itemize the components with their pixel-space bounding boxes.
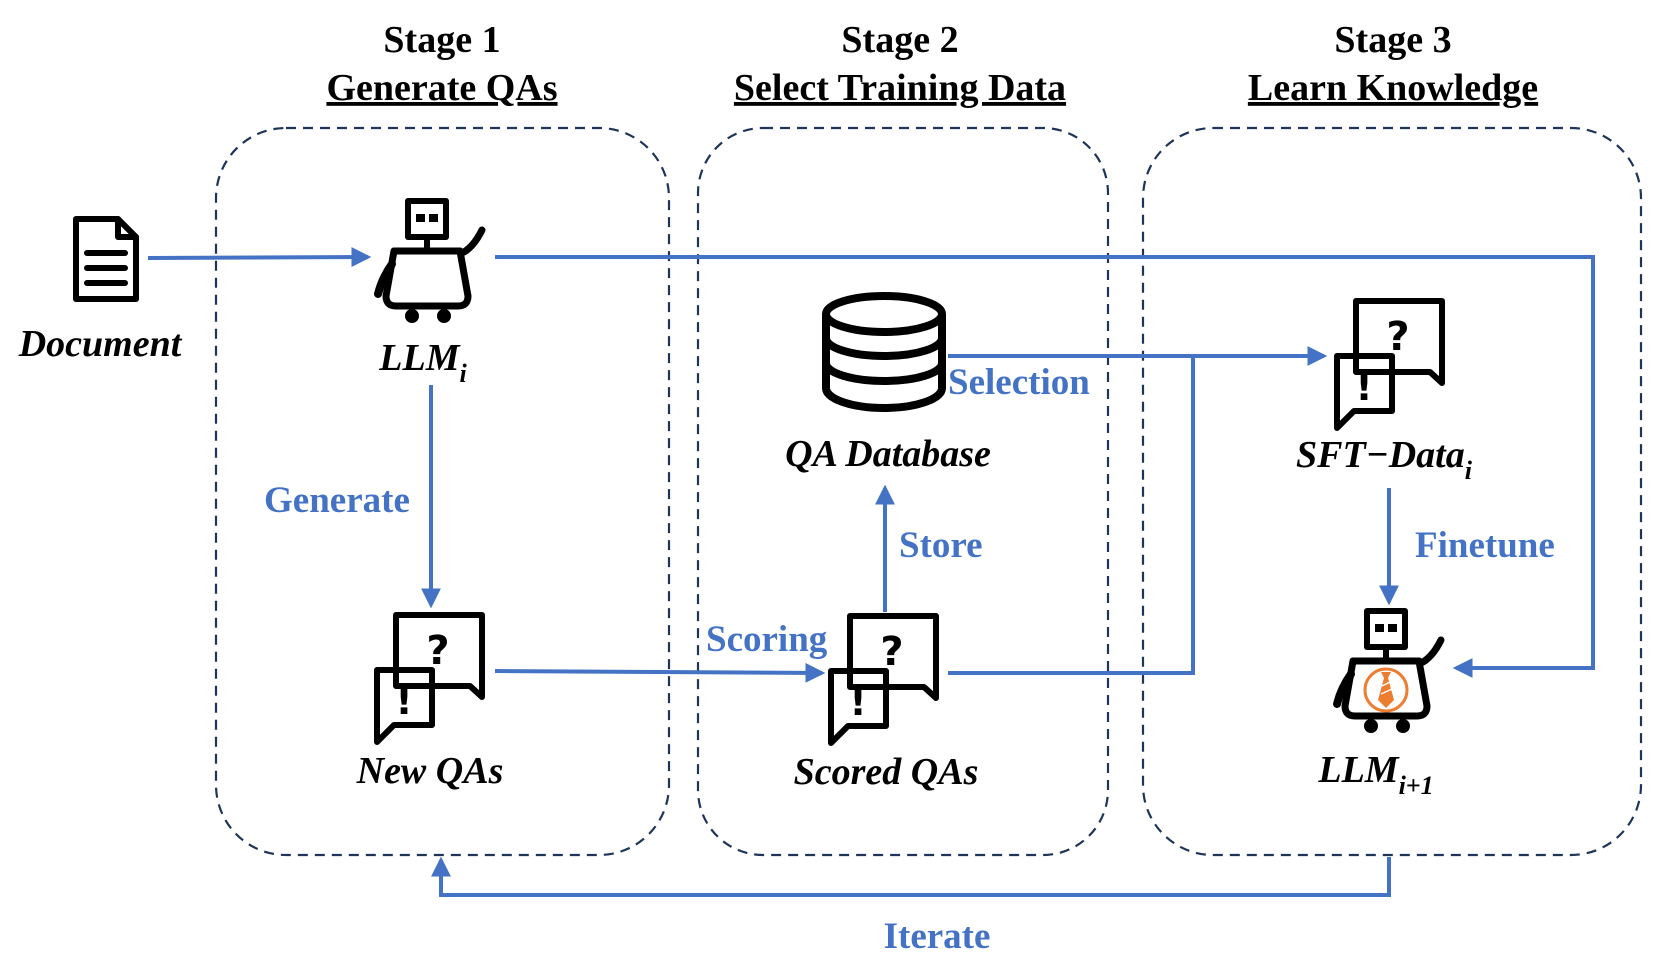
document-label: Document xyxy=(18,323,183,365)
database-icon xyxy=(822,292,946,412)
stage-1-title: Generate QAs xyxy=(326,67,557,109)
edge-label-iterate: Iterate xyxy=(884,916,991,957)
qa-database-label: QA Database xyxy=(785,433,991,475)
sft-data-label: SFT−Datai xyxy=(1296,434,1473,485)
scored-qas-label: Scored QAs xyxy=(794,751,979,793)
stage-2-number: Stage 2 xyxy=(841,19,958,61)
edge-label-selection: Selection xyxy=(948,362,1090,403)
stage-2-title: Select Training Data xyxy=(734,67,1066,109)
arrow-llm-to-llm-next xyxy=(495,255,1595,678)
stage-3-container xyxy=(1141,126,1643,857)
qa-bubbles-icon xyxy=(377,615,482,742)
edge-label-finetune: Finetune xyxy=(1415,525,1555,566)
stage-2-container xyxy=(696,126,1110,857)
edge-label-generate: Generate xyxy=(264,480,410,521)
arrow-document-to-llm xyxy=(147,247,372,268)
arrow-selection xyxy=(948,356,1195,675)
qa-bubbles-icon xyxy=(1337,301,1442,428)
stage-3-title: Learn Knowledge xyxy=(1248,67,1538,109)
stage-3-number: Stage 3 xyxy=(1334,19,1451,61)
new-qas-label: New QAs xyxy=(356,750,504,792)
arrow-scoring xyxy=(494,662,826,683)
stage-1-container xyxy=(214,126,671,857)
robot-with-tie-icon xyxy=(1333,608,1445,733)
edge-label-store: Store xyxy=(899,525,983,566)
qa-bubbles-icon xyxy=(831,616,936,743)
llm-next-label: LLMi+1 xyxy=(1317,749,1433,800)
stage-1-number: Stage 1 xyxy=(383,19,500,61)
edge-label-scoring: Scoring xyxy=(706,619,828,660)
document-icon xyxy=(73,216,139,302)
arrow-iterate xyxy=(431,856,1391,897)
llm-i-label: LLMi xyxy=(378,337,467,388)
robot-icon xyxy=(374,198,486,323)
